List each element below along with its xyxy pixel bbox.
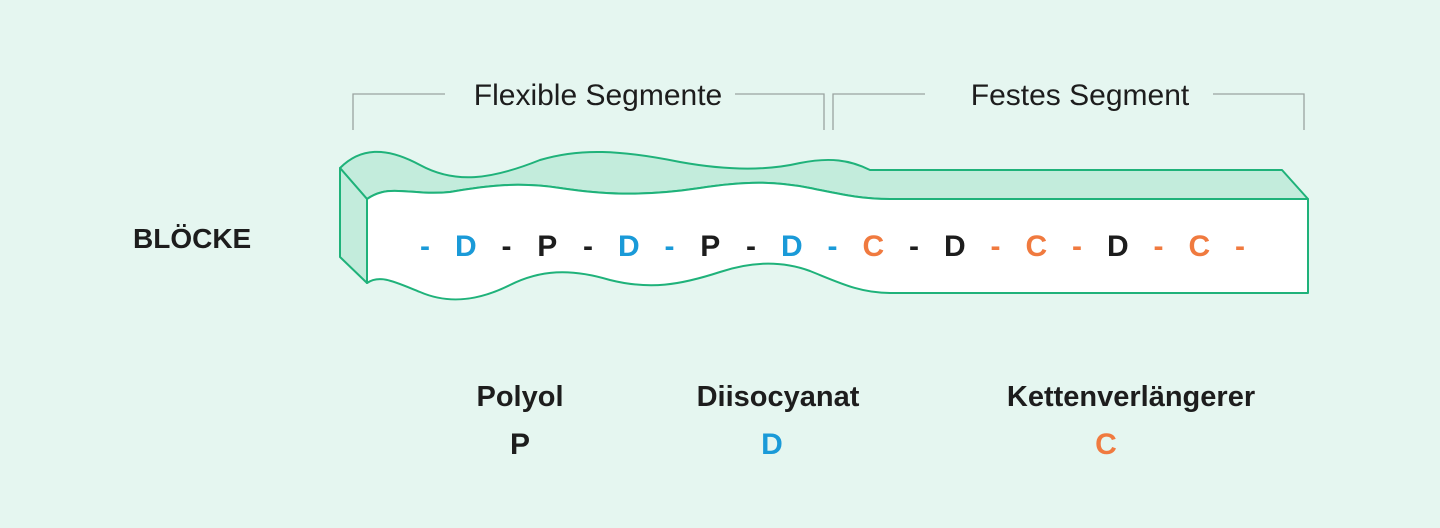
sequence-bond: -	[1235, 230, 1245, 263]
legend-letter-polyol: P	[510, 428, 530, 461]
rigid-segment-bracket	[832, 93, 1305, 130]
sequence-block-d: D	[455, 230, 477, 263]
sequence-bond: -	[1072, 230, 1082, 263]
sequence-block-d: D	[944, 230, 966, 263]
legend-item-polyol: Polyol P	[476, 381, 563, 461]
flexible-segment-bracket	[352, 93, 825, 130]
sequence-bond: -	[665, 230, 675, 263]
sequence-block-d: D	[781, 230, 803, 263]
flexible-segment-label: Flexible Segmente	[474, 79, 722, 112]
sequence-block-c: C	[862, 230, 884, 263]
sequence-block-c: C	[1025, 230, 1047, 263]
legend-name-polyol: Polyol	[476, 381, 563, 413]
block-sequence: -D-P-D-P-D-C-D-C-D-C-	[420, 230, 1245, 263]
legend-item-diisocyanat: Diisocyanat D	[697, 381, 860, 461]
sequence-bond: -	[502, 230, 512, 263]
legend-letter-diisocyanat: D	[761, 428, 783, 461]
legend-letter-kettenverlaengerer: C	[1095, 428, 1117, 461]
sequence-bond: -	[909, 230, 919, 263]
legend-name-kettenverlaengerer: Kettenverlängerer	[1007, 381, 1255, 413]
legend-name-diisocyanat: Diisocyanat	[697, 381, 860, 413]
sequence-bond: -	[828, 230, 838, 263]
rigid-segment-label: Festes Segment	[971, 79, 1190, 112]
sequence-block-p: P	[700, 230, 720, 263]
sequence-bond: -	[420, 230, 430, 263]
sequence-bond: -	[1154, 230, 1164, 263]
band-front-face	[366, 181, 1309, 301]
sequence-block-c: C	[1188, 230, 1210, 263]
legend: Polyol P Diisocyanat D Kettenverlängerer…	[476, 381, 1255, 461]
sequence-block-p: P	[537, 230, 557, 263]
sequence-block-d: D	[618, 230, 640, 263]
legend-item-kettenverlaengerer: Kettenverlängerer C	[1007, 381, 1255, 461]
sequence-bond: -	[991, 230, 1001, 263]
blocks-label: BLÖCKE	[133, 223, 251, 254]
sequence-block-d: D	[1107, 230, 1129, 263]
sequence-bond: -	[583, 230, 593, 263]
sequence-bond: -	[746, 230, 756, 263]
polymer-chain-band	[339, 150, 1309, 301]
